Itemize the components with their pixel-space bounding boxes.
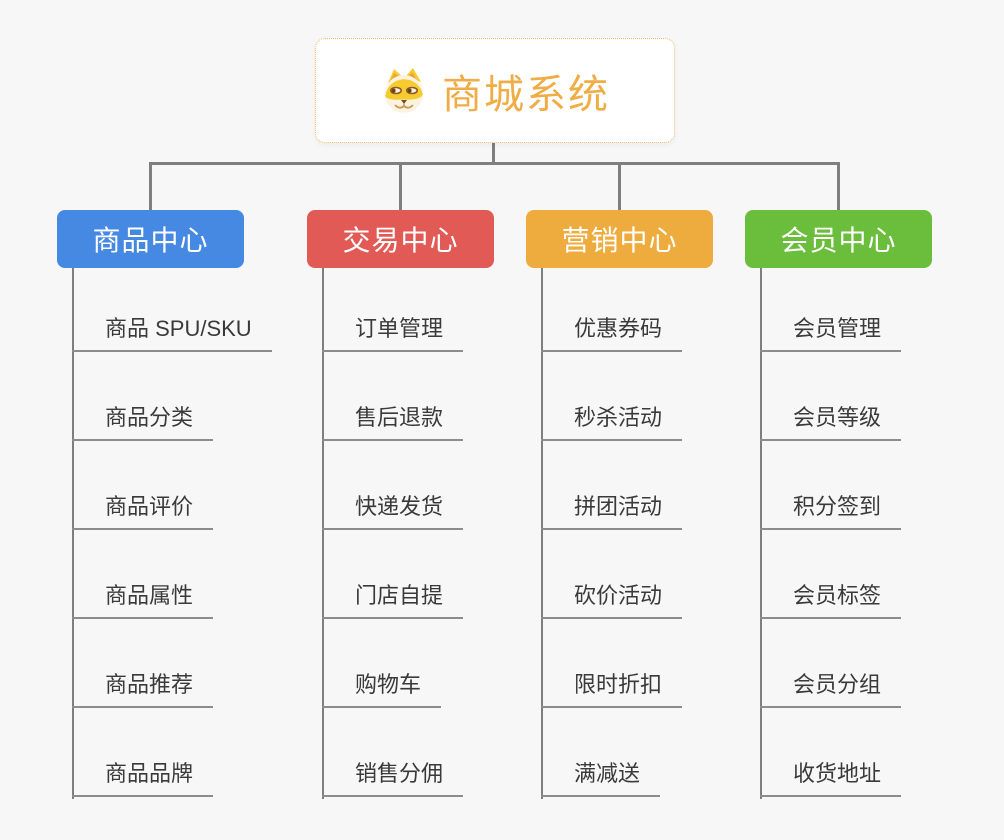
- leaf-item[interactable]: 门店自提: [322, 581, 464, 619]
- branch-spine: [760, 268, 762, 799]
- branch-spine: [541, 268, 543, 799]
- leaf-item[interactable]: 优惠券码: [541, 314, 683, 352]
- root-title: 商城系统: [442, 72, 610, 117]
- leaf-item[interactable]: 积分签到: [760, 492, 902, 530]
- branch-node-marketing[interactable]: 营销中心: [526, 210, 713, 268]
- leaf-item[interactable]: 会员管理: [760, 314, 902, 352]
- branch-node-trade[interactable]: 交易中心: [307, 210, 494, 268]
- leaf-item[interactable]: 满减送: [541, 759, 661, 797]
- leaf-item[interactable]: 销售分佣: [322, 759, 464, 797]
- leaf-item[interactable]: 会员分组: [760, 670, 902, 708]
- branch-spine: [322, 268, 324, 799]
- leaf-item[interactable]: 商品分类: [72, 403, 214, 441]
- leaf-item[interactable]: 会员等级: [760, 403, 902, 441]
- leaf-item[interactable]: 商品属性: [72, 581, 214, 619]
- connector-drop: [149, 165, 152, 210]
- leaf-item[interactable]: 订单管理: [322, 314, 464, 352]
- branch-node-product[interactable]: 商品中心: [57, 210, 244, 268]
- leaf-item[interactable]: 商品 SPU/SKU: [72, 314, 272, 352]
- leaf-item[interactable]: 拼团活动: [541, 492, 683, 530]
- connector-bus: [149, 162, 840, 165]
- leaf-item[interactable]: 商品推荐: [72, 670, 214, 708]
- connector-drop: [399, 165, 402, 210]
- connector-drop: [837, 165, 840, 210]
- leaf-item[interactable]: 购物车: [322, 670, 442, 708]
- leaf-item[interactable]: 秒杀活动: [541, 403, 683, 441]
- branch-node-member[interactable]: 会员中心: [745, 210, 932, 268]
- leaf-item[interactable]: 快递发货: [322, 492, 464, 530]
- branch-spine: [72, 268, 74, 799]
- root-node[interactable]: 商城系统: [315, 38, 675, 143]
- leaf-item[interactable]: 会员标签: [760, 581, 902, 619]
- leaf-item[interactable]: 收货地址: [760, 759, 902, 797]
- shiba-dog-icon: [385, 67, 423, 113]
- connector-root-stub: [492, 143, 495, 165]
- leaf-item[interactable]: 售后退款: [322, 403, 464, 441]
- leaf-item[interactable]: 商品评价: [72, 492, 214, 530]
- leaf-item[interactable]: 砍价活动: [541, 581, 683, 619]
- connector-drop: [618, 165, 621, 210]
- leaf-item[interactable]: 限时折扣: [541, 670, 683, 708]
- leaf-item[interactable]: 商品品牌: [72, 759, 214, 797]
